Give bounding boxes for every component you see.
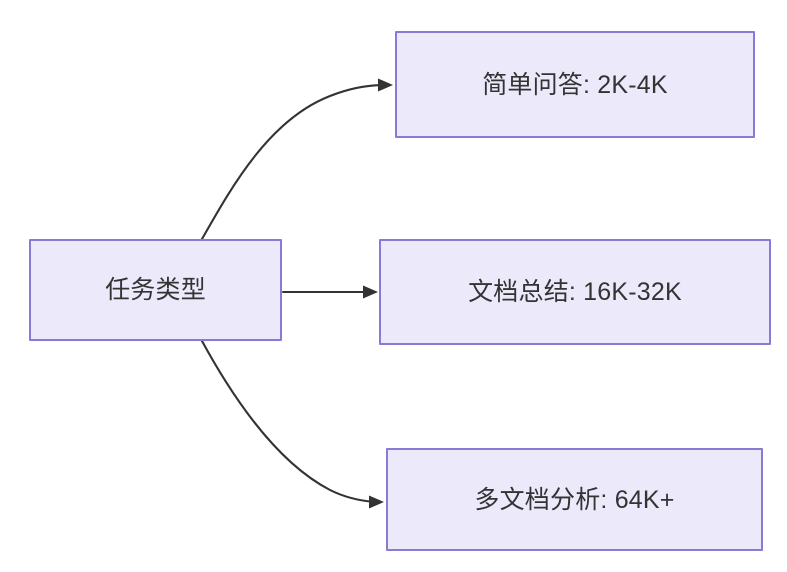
- edge-source-multi-doc-line: [200, 339, 377, 504]
- edge-source-doc-summary: [281, 285, 378, 299]
- node-task-type-label: 任务类型: [105, 276, 206, 304]
- node-simple-qa-label: 简单问答: 2K-4K: [482, 70, 668, 99]
- node-doc-summary[interactable]: 文档总结: 16K-32K: [379, 239, 771, 345]
- node-simple-qa[interactable]: 简单问答: 2K-4K: [395, 31, 755, 138]
- edge-source-doc-summary-arrowhead: [363, 285, 378, 299]
- node-multi-doc[interactable]: 多文档分析: 64K+: [386, 448, 763, 551]
- edge-source-simple-qa: [200, 78, 393, 241]
- edge-source-simple-qa-arrowhead: [378, 78, 393, 92]
- edge-source-multi-doc-arrowhead: [369, 495, 384, 509]
- node-task-type[interactable]: 任务类型: [29, 239, 282, 341]
- node-doc-summary-label: 文档总结: 16K-32K: [468, 278, 682, 306]
- edge-source-multi-doc: [200, 339, 384, 509]
- edge-source-simple-qa-line: [200, 83, 386, 241]
- node-multi-doc-label: 多文档分析: 64K+: [474, 485, 675, 514]
